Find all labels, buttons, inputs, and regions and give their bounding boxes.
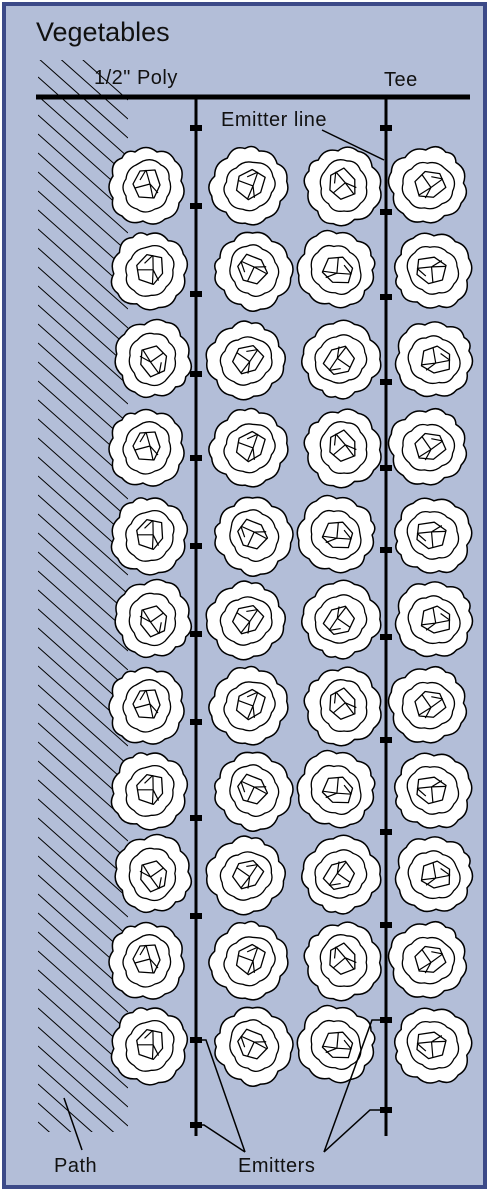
emitter-right: [380, 829, 392, 835]
lettuce-plant: [109, 923, 184, 1000]
lettuce-plant: [109, 148, 184, 225]
emitter-left: [190, 543, 202, 549]
lettuce-plant: [109, 668, 184, 745]
emitter-line-label: Emitter line: [221, 109, 327, 131]
lettuce-plant: [109, 410, 184, 487]
path-label: Path: [54, 1155, 97, 1177]
emitter-left: [190, 125, 202, 131]
emitter-right: [380, 922, 392, 928]
emitter-left: [190, 913, 202, 919]
emitter-right: [380, 465, 392, 471]
emitters-label: Emitters: [238, 1155, 315, 1177]
emitter-right: [380, 294, 392, 300]
emitter-right: [380, 125, 392, 131]
emitter-right: [380, 634, 392, 640]
supply-line-label: 1/2" Poly: [94, 67, 178, 89]
emitter-right: [380, 547, 392, 553]
emitter-left: [190, 371, 202, 377]
emitter-right: [380, 737, 392, 743]
emitter-right: [380, 209, 392, 215]
emitter-right: [380, 1017, 392, 1023]
emitter-left: [190, 455, 202, 461]
emitter-right: [380, 379, 392, 385]
emitter-left: [190, 719, 202, 725]
emitter-right: [380, 1107, 392, 1113]
emitter-left: [190, 815, 202, 821]
emitter-left: [190, 291, 202, 297]
emitter-left: [190, 631, 202, 637]
diagram-title: Vegetables: [36, 17, 170, 47]
emitter-left: [190, 203, 202, 209]
tee-label: Tee: [384, 69, 418, 91]
